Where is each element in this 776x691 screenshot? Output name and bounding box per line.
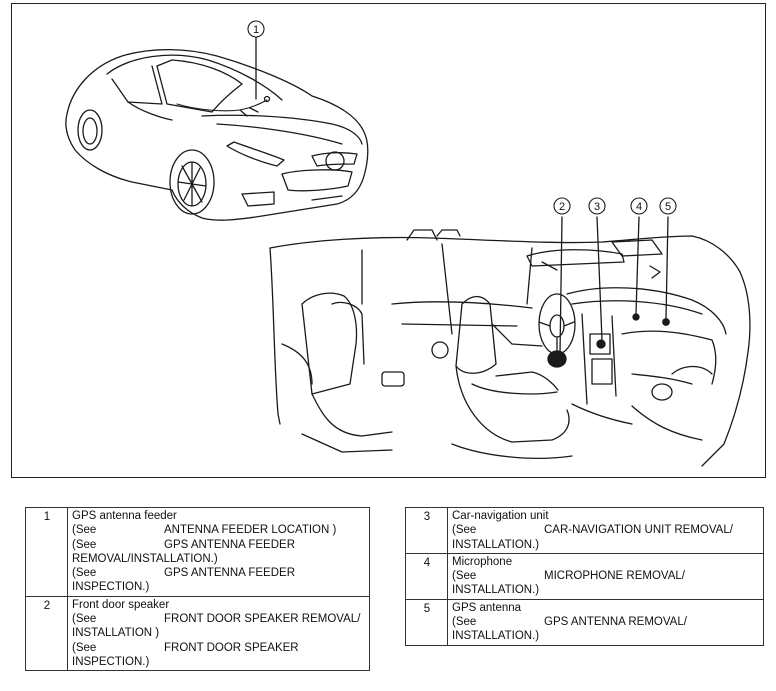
reference-line: INSTALLATION.) <box>452 583 760 597</box>
reference-link[interactable]: MICROPHONE REMOVAL/ <box>544 570 685 583</box>
legend-item-number: 2 <box>25 595 68 672</box>
legend-item-title: Car-navigation unit <box>452 510 549 522</box>
reference-line: INSTALLATION ) <box>72 626 366 640</box>
reference-line: (See GPS ANTENNA FEEDER <box>72 566 366 580</box>
callout-5: 5 <box>659 197 677 215</box>
see-prefix: (See <box>452 524 477 537</box>
callout-2: 2 <box>553 197 571 215</box>
legend-row: 5 GPS antenna (See GPS ANTENNA REMOVAL/INST… <box>405 598 764 646</box>
reference-link[interactable]: FRONT DOOR SPEAKER <box>164 641 299 654</box>
car-interior-drawing <box>269 216 751 467</box>
see-prefix: (See <box>452 616 477 629</box>
reference-line: (See ANTENNA FEEDER LOCATION ) <box>72 523 366 537</box>
reference-link[interactable]: REMOVAL/INSTALLATION.) <box>72 552 218 565</box>
reference-line: (See MICROPHONE REMOVAL/ <box>452 569 760 583</box>
legend-table-left: 1 GPS antenna feeder (See ANTENNA FEEDER LO… <box>25 507 370 672</box>
legend-row: 3 Car-navigation unit (See CAR-NAVIGATION U… <box>405 507 764 554</box>
see-prefix: (See <box>72 538 97 551</box>
legend-row: 4 Microphone (See MICROPHONE REMOVAL/INSTAL… <box>405 552 764 600</box>
see-prefix: (See <box>72 613 97 626</box>
svg-text:5: 5 <box>665 201 671 213</box>
reference-line: (See GPS ANTENNA FEEDER <box>72 538 366 552</box>
see-prefix: (See <box>72 641 97 654</box>
reference-link[interactable]: INSTALLATION.) <box>452 584 540 597</box>
reference-line: INSTALLATION.) <box>452 538 760 552</box>
legend-item-title: GPS antenna feeder <box>72 510 177 522</box>
legend-item-description: Microphone (See MICROPHONE REMOVAL/INSTALL… <box>447 552 764 600</box>
reference-link[interactable]: CAR-NAVIGATION UNIT REMOVAL/ <box>544 524 733 537</box>
callout-4: 4 <box>630 197 648 215</box>
reference-link[interactable]: GPS ANTENNA FEEDER <box>164 538 296 551</box>
reference-link[interactable]: ANTENNA FEEDER LOCATION ) <box>164 524 337 537</box>
reference-line: INSPECTION.) <box>72 655 366 669</box>
svg-text:3: 3 <box>594 201 600 213</box>
reference-link[interactable]: GPS ANTENNA FEEDER <box>164 567 296 580</box>
line-drawing: 1 <box>65 20 751 467</box>
reference-line: (See CAR-NAVIGATION UNIT REMOVAL/ <box>452 523 760 537</box>
callout-3: 3 <box>588 197 606 215</box>
reference-link[interactable]: INSTALLATION ) <box>72 627 160 640</box>
reference-link[interactable]: INSPECTION.) <box>72 581 150 594</box>
legend-item-title: Microphone <box>452 555 513 568</box>
reference-link[interactable]: GPS ANTENNA REMOVAL/ <box>544 616 687 629</box>
car-exterior-drawing <box>65 36 369 221</box>
legend-item-number: 1 <box>25 507 68 597</box>
reference-line: INSPECTION.) <box>72 580 366 594</box>
svg-text:1: 1 <box>253 24 259 36</box>
legend-item-title: GPS antenna <box>452 601 522 614</box>
see-prefix: (See <box>452 570 477 583</box>
legend-item-number: 4 <box>405 552 448 600</box>
svg-text:2: 2 <box>559 201 565 213</box>
legend-item-number: 5 <box>405 598 448 646</box>
legend-item-description: Car-navigation unit (See CAR-NAVIGATION UN… <box>447 507 764 554</box>
reference-line: (See GPS ANTENNA REMOVAL/ <box>452 615 760 629</box>
legend-item-number: 3 <box>405 507 448 554</box>
reference-line: (See FRONT DOOR SPEAKER REMOVAL/ <box>72 612 366 626</box>
legend-row: 1 GPS antenna feeder (See ANTENNA FEEDER LO… <box>25 507 370 597</box>
reference-link[interactable]: INSTALLATION.) <box>452 538 540 551</box>
component-location-figure: 1 <box>11 3 766 478</box>
legend-table-right: 3 Car-navigation unit (See CAR-NAVIGATION U… <box>405 507 764 646</box>
reference-link[interactable]: FRONT DOOR SPEAKER REMOVAL/ <box>164 613 361 626</box>
reference-line: (See FRONT DOOR SPEAKER <box>72 641 366 655</box>
callout-1: 1 <box>247 20 265 38</box>
see-prefix: (See <box>72 567 97 580</box>
reference-line: REMOVAL/INSTALLATION.) <box>72 552 366 566</box>
reference-link[interactable]: INSPECTION.) <box>72 655 150 668</box>
legend-item-title: Front door speaker <box>72 598 170 611</box>
reference-link[interactable]: INSTALLATION.) <box>452 630 540 643</box>
legend-item-description: GPS antenna feeder (See ANTENNA FEEDER LOC… <box>67 507 370 597</box>
reference-line: INSTALLATION.) <box>452 629 760 643</box>
legend-item-description: GPS antenna (See GPS ANTENNA REMOVAL/INSTA… <box>447 598 764 646</box>
svg-text:4: 4 <box>636 201 642 213</box>
see-prefix: (See <box>72 524 97 537</box>
